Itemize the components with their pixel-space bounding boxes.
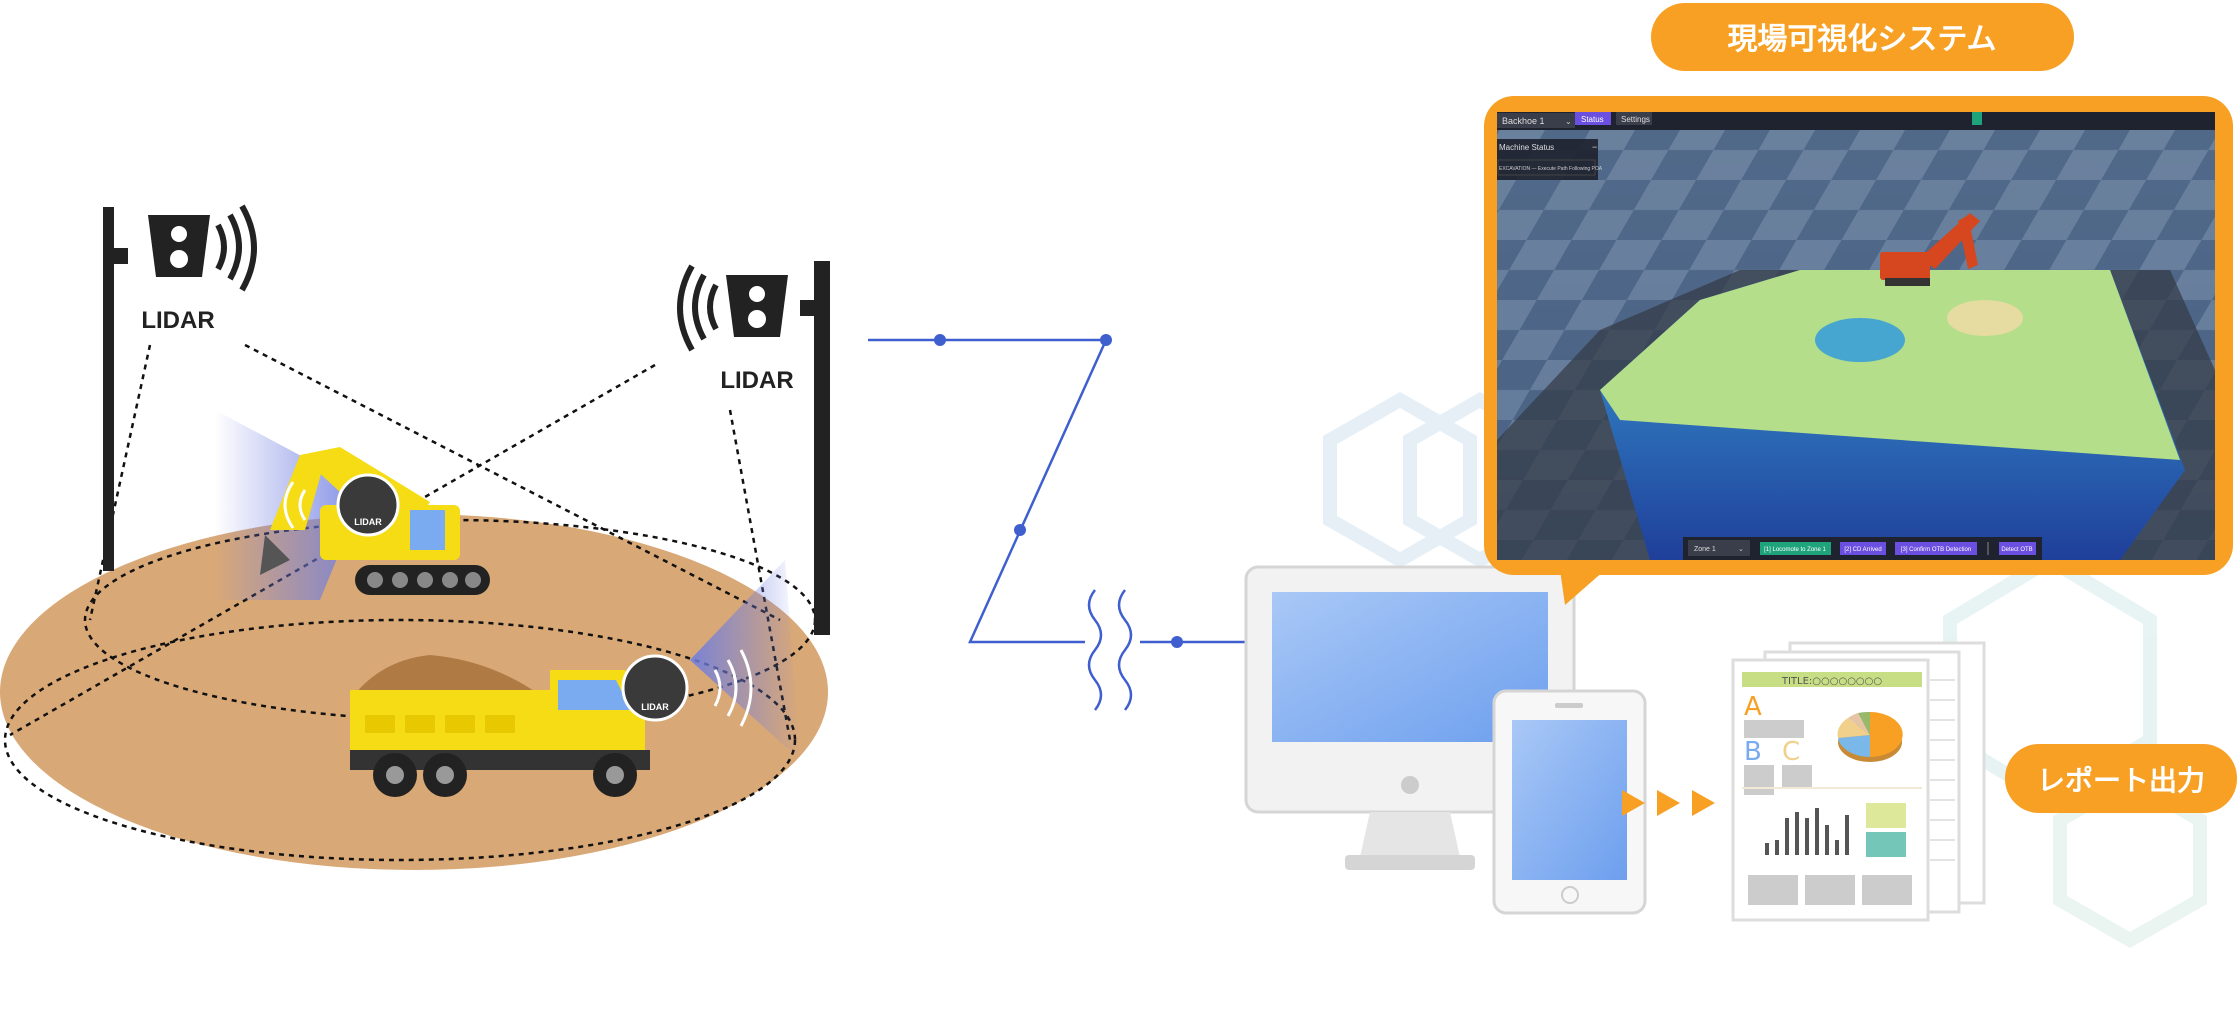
- lidar-badge-label: LIDAR: [354, 517, 382, 527]
- lidar-label: LIDAR: [720, 367, 793, 394]
- lidar-pole-left: [103, 207, 128, 571]
- lidar-sensor-right-icon: LIDAR: [677, 264, 794, 394]
- zone-select-value: Zone 1: [1694, 546, 1716, 553]
- tab-settings[interactable]: [1616, 112, 1652, 125]
- viewer-callout: Backhoe 1 ⌄ Status Settings Machine Stat…: [1484, 96, 2233, 605]
- zone-select-dropdown[interactable]: [1688, 540, 1750, 556]
- chevron-down-icon: ⌄: [1738, 546, 1744, 553]
- network-nodes: [934, 334, 1183, 648]
- locomote-button[interactable]: [1760, 542, 1831, 555]
- arrow-icons: [1622, 790, 1715, 816]
- lidar-badge-label: LIDAR: [641, 702, 669, 712]
- report-pie-chart: [1837, 711, 1903, 762]
- machine-select-value: Backhoe 1: [1502, 116, 1545, 126]
- cd-arrived-button-label: [2] CD Arrived: [1844, 547, 1881, 553]
- connection-status-button[interactable]: [1972, 112, 1982, 125]
- tab-status[interactable]: [1575, 112, 1611, 125]
- report-bar-chart: [1765, 808, 1849, 855]
- cd-arrived-button[interactable]: [1840, 542, 1886, 555]
- network-connection: [868, 338, 1246, 711]
- desktop-monitor-icon: [1244, 565, 1576, 870]
- confirm-otb-button[interactable]: [1895, 542, 1977, 555]
- report-section-b: B: [1744, 737, 1762, 767]
- lidar-pole-right: [800, 261, 830, 635]
- excavator-illustration: LIDAR: [215, 410, 490, 600]
- detect-otb-button[interactable]: [1999, 542, 2036, 555]
- report-section-a: A: [1744, 692, 1762, 722]
- dump-truck-illustration: LIDAR: [350, 560, 800, 797]
- lidar-sensor-left-icon: LIDAR: [141, 204, 257, 334]
- machine-select-dropdown[interactable]: [1497, 113, 1575, 128]
- excavator-model: [1880, 213, 1980, 286]
- system-title-text: 現場可視化システム: [1727, 22, 1996, 57]
- system-title-label: 現場可視化システム: [1651, 3, 2074, 71]
- locomote-button-label: [1] Locomote to Zone 1: [1764, 547, 1826, 553]
- machine-status-value: EXCAVATION — Execute Path Following POA: [1499, 166, 1603, 172]
- report-document-icon: TITLE:○○○○○○○○ A B C: [1731, 641, 1986, 922]
- tab-settings-label: Settings: [1621, 115, 1650, 124]
- chevron-down-icon: ⌄: [1565, 117, 1572, 126]
- tab-status-label: Status: [1581, 115, 1604, 124]
- detect-otb-button-label: Detect OTB: [2001, 547, 2032, 553]
- lidar-label: LIDAR: [141, 307, 214, 334]
- report-output-text: レポート出力: [2037, 764, 2205, 797]
- report-output-label: レポート出力: [2005, 744, 2237, 813]
- collapse-icon[interactable]: −: [1592, 142, 1597, 152]
- report-section-c: C: [1782, 737, 1800, 767]
- machine-status-title: Machine Status: [1499, 143, 1554, 152]
- report-title: TITLE:○○○○○○○○: [1781, 676, 1882, 687]
- confirm-otb-button-label: [3] Confirm OTB Detection: [1901, 547, 1971, 553]
- tablet-icon: [1492, 689, 1647, 915]
